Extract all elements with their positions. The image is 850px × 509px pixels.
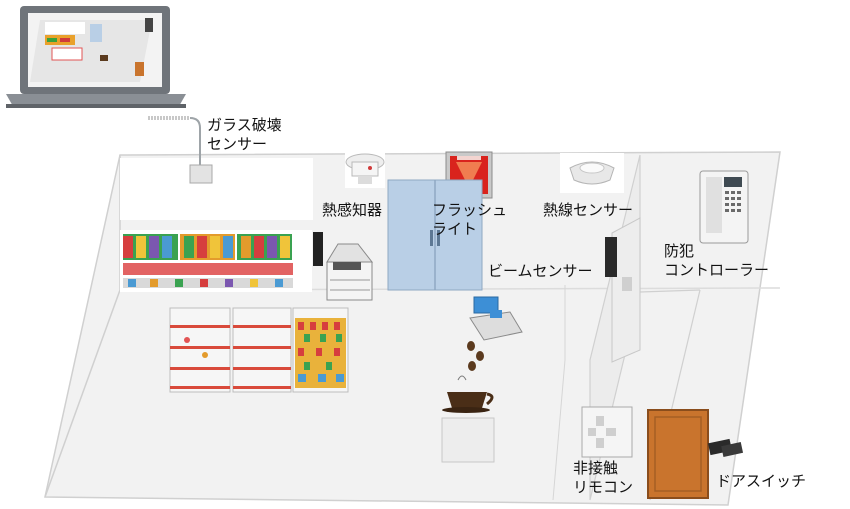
door-switch-label: ドアスイッチ <box>716 472 807 490</box>
shelf-icon <box>120 230 323 292</box>
heat-detector-label: 熱感知器 <box>322 201 383 219</box>
security-controller-label: 防犯 コントローラー <box>664 242 770 279</box>
door-icon <box>647 409 709 499</box>
front-shelves <box>169 307 349 393</box>
contactless-remote-label: 非接触 リモコン <box>573 459 634 496</box>
heat-detector-icon <box>345 152 385 188</box>
refrigerator-icon <box>387 179 483 291</box>
flash-light-label: フラッシュ ライト <box>432 201 508 238</box>
door-switch-icon <box>707 438 744 457</box>
copier-icon <box>326 243 374 301</box>
glass-break-sensor-label: ガラス破壊 センサー <box>207 116 282 153</box>
contactless-remote-icon <box>581 406 633 458</box>
security-controller-icon <box>699 170 749 244</box>
glass-break-sensor-icon <box>148 116 213 184</box>
pir-sensor-label: 熱線センサー <box>543 201 634 219</box>
beam-sensor-icon <box>605 217 641 363</box>
laptop-icon <box>6 6 186 108</box>
cash-register-icon <box>469 296 523 341</box>
coffee-icon <box>441 341 495 463</box>
pir-sensor-icon <box>560 153 624 193</box>
beam-sensor-label: ビームセンサー <box>488 262 593 280</box>
